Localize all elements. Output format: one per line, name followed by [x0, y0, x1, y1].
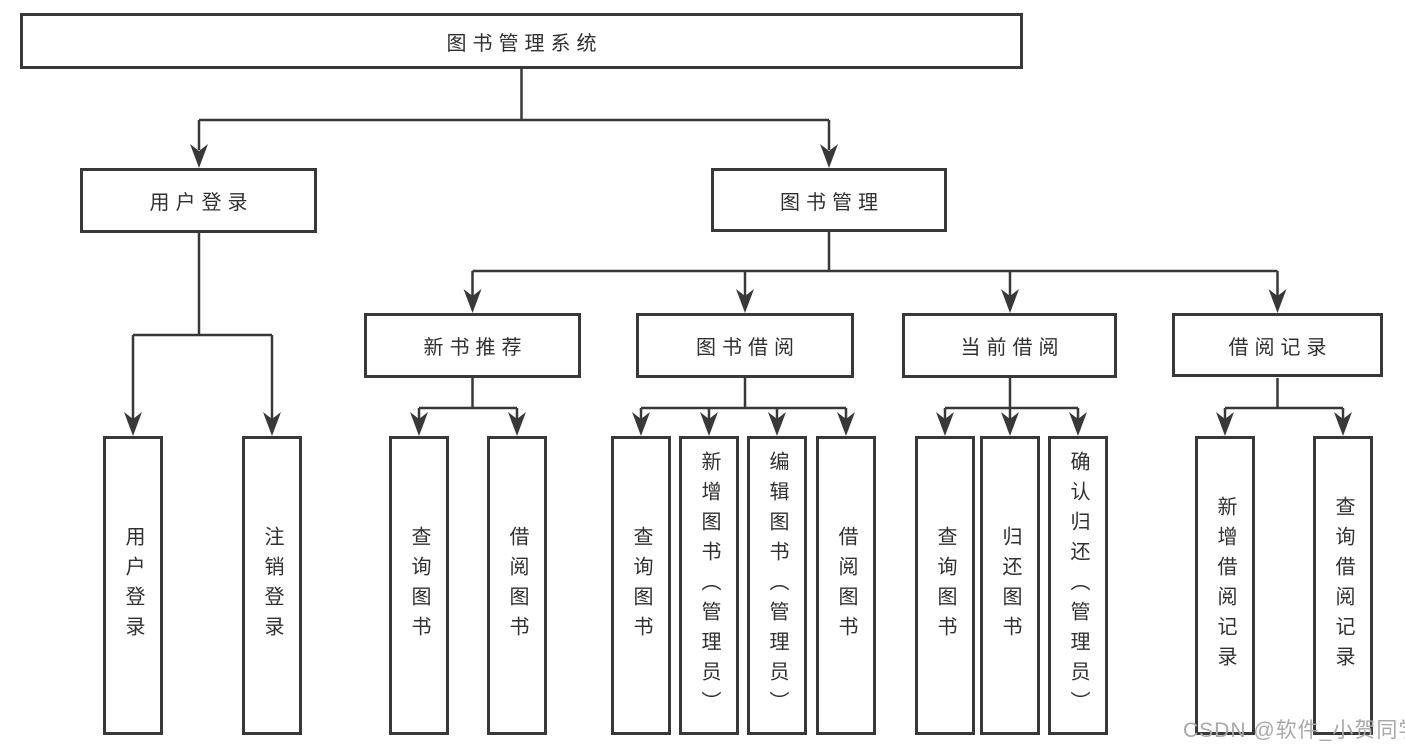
- arrowhead: [508, 412, 526, 436]
- node-query-borrow-record: 查询借阅记录: [1313, 436, 1373, 735]
- node-query-books-current: 查询图书: [915, 436, 975, 735]
- node-user-login-action: 用户登录: [103, 436, 163, 735]
- connector-current-borrow-children: [943, 378, 1080, 422]
- arrowhead: [124, 412, 142, 436]
- node-label: 借阅图书: [506, 525, 528, 646]
- arrowhead: [936, 412, 954, 436]
- arrowhead: [1001, 412, 1019, 436]
- node-label: 当前借阅: [960, 337, 1065, 359]
- node-borrow-books-recommend: 借阅图书: [487, 436, 547, 735]
- node-label: 新增图书（管理员）: [698, 450, 720, 721]
- connector-user-login-children: [131, 233, 274, 422]
- node-return-book: 归还图书: [980, 436, 1040, 735]
- arrowhead: [463, 289, 482, 313]
- node-current-borrow: 当前借阅: [902, 313, 1117, 378]
- node-confirm-return-admin: 确认归还（管理员）: [1048, 436, 1108, 735]
- node-label: 用户登录: [149, 192, 254, 214]
- node-label: 图书借阅: [696, 337, 800, 359]
- node-label: 编辑图书（管理员）: [766, 450, 788, 721]
- arrowhead: [700, 412, 718, 436]
- node-book-borrow: 图书借阅: [636, 313, 854, 378]
- arrowhead: [410, 412, 428, 436]
- node-label: 查询图书: [408, 525, 430, 646]
- node-library-management-system: 图书管理系统: [20, 13, 1023, 69]
- node-label: 注销登录: [261, 525, 283, 646]
- node-label: 查询图书: [934, 525, 956, 646]
- connector-root-to-level2: [197, 69, 831, 150]
- node-query-books-borrow: 查询图书: [611, 436, 671, 735]
- node-add-book-admin: 新增图书（管理员）: [679, 436, 739, 735]
- arrowhead: [1334, 412, 1352, 436]
- arrowhead: [263, 412, 281, 436]
- arrowhead: [1216, 412, 1234, 436]
- node-label: 归还图书: [999, 525, 1021, 646]
- arrowhead: [768, 412, 786, 436]
- connector-new-book-children: [417, 378, 519, 422]
- node-label: 图书管理: [780, 191, 884, 214]
- node-borrow-records: 借阅记录: [1172, 313, 1383, 377]
- node-add-borrow-record: 新增借阅记录: [1195, 436, 1255, 735]
- node-user-login: 用户登录: [80, 168, 317, 233]
- node-borrow-books: 借阅图书: [816, 436, 876, 735]
- node-label: 借阅图书: [835, 525, 857, 646]
- connector-book-management-children: [471, 232, 1279, 298]
- node-query-books-recommend: 查询图书: [389, 436, 449, 735]
- node-label: 新书推荐: [423, 337, 528, 359]
- node-book-management: 图书管理: [711, 168, 947, 232]
- arrowhead: [1268, 289, 1287, 313]
- connector-borrow-records-children: [1223, 378, 1345, 422]
- node-label: 查询图书: [630, 525, 652, 646]
- arrowhead: [190, 144, 208, 168]
- arrowhead: [1001, 289, 1019, 313]
- node-label: 确认归还（管理员）: [1067, 450, 1089, 721]
- node-logout-action: 注销登录: [242, 436, 302, 735]
- node-label: 查询借阅记录: [1332, 495, 1354, 676]
- arrowhead: [736, 289, 754, 313]
- node-label: 新增借阅记录: [1214, 495, 1236, 676]
- node-label: 用户登录: [122, 525, 144, 646]
- arrowhead: [632, 412, 650, 436]
- arrowhead: [1069, 412, 1087, 436]
- node-label: 图书管理系统: [446, 32, 603, 55]
- arrowhead: [820, 144, 838, 168]
- node-new-book-recommend: 新书推荐: [364, 313, 581, 378]
- node-label: 借阅记录: [1228, 336, 1333, 359]
- arrowhead: [837, 412, 855, 436]
- node-edit-book-admin: 编辑图书（管理员）: [747, 436, 807, 735]
- connector-book-borrow-children: [639, 378, 848, 422]
